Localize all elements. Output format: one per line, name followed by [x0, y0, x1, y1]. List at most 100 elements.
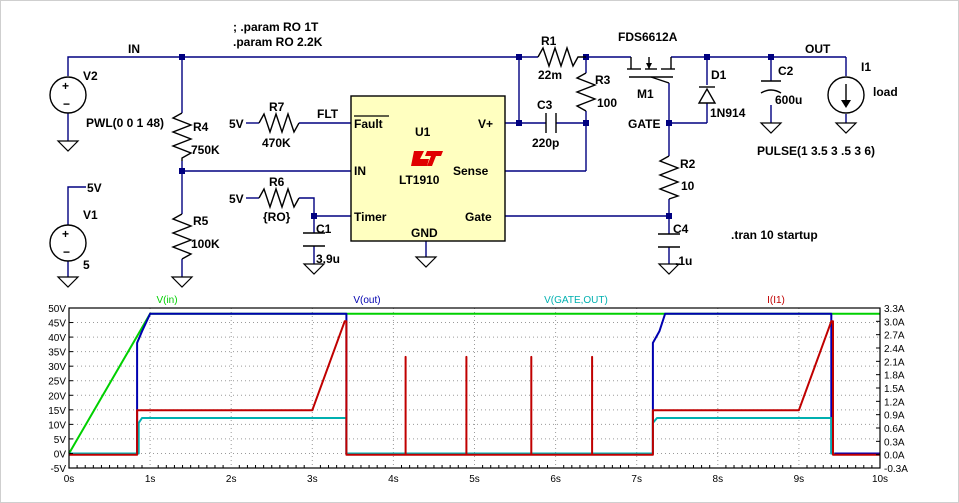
- y-right-tick-label: 1.5A: [884, 384, 905, 395]
- r1-label: R1: [541, 34, 557, 48]
- i1-value: load: [873, 85, 898, 99]
- net-in: IN: [128, 42, 140, 56]
- y-right-axis-ticks: -0.3A0.0A0.3A0.6A0.9A1.2A1.5A1.8A2.1A2.4…: [876, 304, 908, 475]
- x-tick-label: 3s: [307, 474, 318, 485]
- pin-in-label: IN: [354, 164, 366, 178]
- y-left-tick-label: 25V: [48, 377, 66, 388]
- resistor-r1[interactable]: R1 22m: [537, 34, 586, 82]
- net-out: OUT: [805, 42, 831, 56]
- c2-value: 600u: [775, 93, 802, 107]
- mosfet-m1[interactable]: FDS6612A M1: [618, 30, 678, 101]
- pin-gate-label: Gate: [465, 210, 492, 224]
- r3-value: 100: [597, 96, 617, 110]
- x-tick-label: 7s: [631, 474, 642, 485]
- diode-d1[interactable]: D1 1N914: [697, 68, 746, 120]
- legend-v-gate-out: V(GATE,OUT): [544, 295, 608, 306]
- v2-value: PWL(0 0 1 48): [86, 116, 164, 130]
- schematic-canvas[interactable]: + − V2 PWL(0 0 1 48) + − V1 5 R4 750K R5…: [1, 1, 959, 291]
- voltage-source-v1[interactable]: + − V1 5: [49, 208, 98, 272]
- pin-sense-label: Sense: [453, 164, 489, 178]
- ground-symbols: [56, 122, 858, 288]
- y-left-tick-label: 50V: [48, 304, 66, 315]
- y-right-tick-label: 0.6A: [884, 424, 905, 435]
- r3-label: R3: [595, 73, 611, 87]
- y-left-tick-label: 45V: [48, 319, 66, 330]
- y-left-tick-label: -5V: [50, 464, 66, 475]
- svg-text:+: +: [62, 79, 69, 93]
- x-tick-label: 0s: [64, 474, 75, 485]
- y-right-tick-label: 0.0A: [884, 451, 905, 462]
- x-tick-label: 6s: [550, 474, 561, 485]
- y-left-tick-label: 5V: [54, 435, 67, 446]
- x-tick-label: 10s: [872, 474, 888, 485]
- x-tick-label: 2s: [226, 474, 237, 485]
- resistor-r4[interactable]: R4 750K: [171, 112, 220, 161]
- c4-label: C4: [673, 222, 689, 236]
- plot-traces: [68, 312, 880, 456]
- net-5v-r6: 5V: [229, 192, 244, 206]
- capacitor-c2[interactable]: C2 600u: [760, 64, 802, 107]
- y-left-tick-label: 10V: [48, 420, 66, 431]
- y-right-tick-label: 3.3A: [884, 304, 905, 315]
- current-source-i1[interactable]: I1 load PULSE(1 3.5 3 .5 3 6): [757, 60, 898, 158]
- voltage-source-v2[interactable]: + − V2 PWL(0 0 1 48): [49, 69, 164, 130]
- r5-label: R5: [193, 214, 209, 228]
- c3-label: C3: [537, 98, 553, 112]
- pin-timer-label: Timer: [354, 210, 387, 224]
- y-left-tick-label: 30V: [48, 362, 66, 373]
- legend-i-i1: I(I1): [767, 295, 785, 306]
- i1-label: I1: [861, 60, 871, 74]
- resistor-r2[interactable]: R2 10: [658, 155, 696, 200]
- linear-logo-icon: [411, 151, 443, 166]
- y-right-tick-label: 2.4A: [884, 344, 905, 355]
- trace-i-i1: [69, 320, 880, 456]
- y-left-tick-label: 0V: [54, 449, 67, 460]
- net-gate: GATE: [628, 117, 660, 131]
- capacitor-c4[interactable]: C4 .1u: [658, 222, 692, 268]
- y-right-tick-label: 2.7A: [884, 331, 905, 342]
- pin-vplus-label: V+: [478, 117, 493, 131]
- y-right-tick-label: 1.2A: [884, 397, 905, 408]
- x-tick-label: 4s: [388, 474, 399, 485]
- pin-gnd-label: GND: [411, 226, 438, 240]
- capacitor-c3[interactable]: C3 220p: [532, 98, 559, 150]
- svg-text:−: −: [63, 245, 70, 259]
- x-tick-label: 5s: [469, 474, 480, 485]
- r2-value: 10: [681, 179, 695, 193]
- y-left-tick-label: 40V: [48, 333, 66, 344]
- i1-pulse: PULSE(1 3.5 3 .5 3 6): [757, 144, 875, 158]
- r4-label: R4: [193, 120, 209, 134]
- resistor-r3[interactable]: R3 100: [575, 72, 617, 112]
- svg-text:+: +: [62, 227, 69, 241]
- r6-value: {RO}: [263, 210, 291, 224]
- r1-value: 22m: [538, 68, 562, 82]
- c3-value: 220p: [532, 136, 559, 150]
- c1-value: 3.9u: [316, 252, 340, 266]
- d1-value: 1N914: [710, 106, 746, 120]
- ic-part: LT1910: [399, 173, 440, 187]
- net-flt: FLT: [317, 107, 339, 121]
- resistor-r7[interactable]: R7 470K: [258, 100, 300, 150]
- resistor-r6[interactable]: R6 {RO}: [258, 175, 300, 224]
- y-right-tick-label: 2.1A: [884, 357, 905, 368]
- resistor-r5[interactable]: R5 100K: [171, 213, 220, 260]
- y-right-tick-label: 1.8A: [884, 371, 905, 382]
- capacitor-c1[interactable]: C1 3.9u: [303, 222, 340, 266]
- plot-grid: [69, 308, 880, 468]
- net-5v-r7: 5V: [229, 117, 244, 131]
- d1-label: D1: [711, 68, 727, 82]
- r7-value: 470K: [262, 136, 291, 150]
- v1-value: 5: [83, 258, 90, 272]
- ic-lt1910[interactable]: Fault IN Timer V+ Sense Gate GND U1 LT19…: [350, 95, 506, 242]
- r5-value: 100K: [191, 237, 220, 251]
- v2-label: V2: [83, 69, 98, 83]
- legend-v-in: V(in): [156, 295, 177, 306]
- c2-label: C2: [778, 64, 794, 78]
- m1-part: FDS6612A: [618, 30, 678, 44]
- x-tick-label: 1s: [145, 474, 156, 485]
- y-right-tick-label: -0.3A: [884, 464, 908, 475]
